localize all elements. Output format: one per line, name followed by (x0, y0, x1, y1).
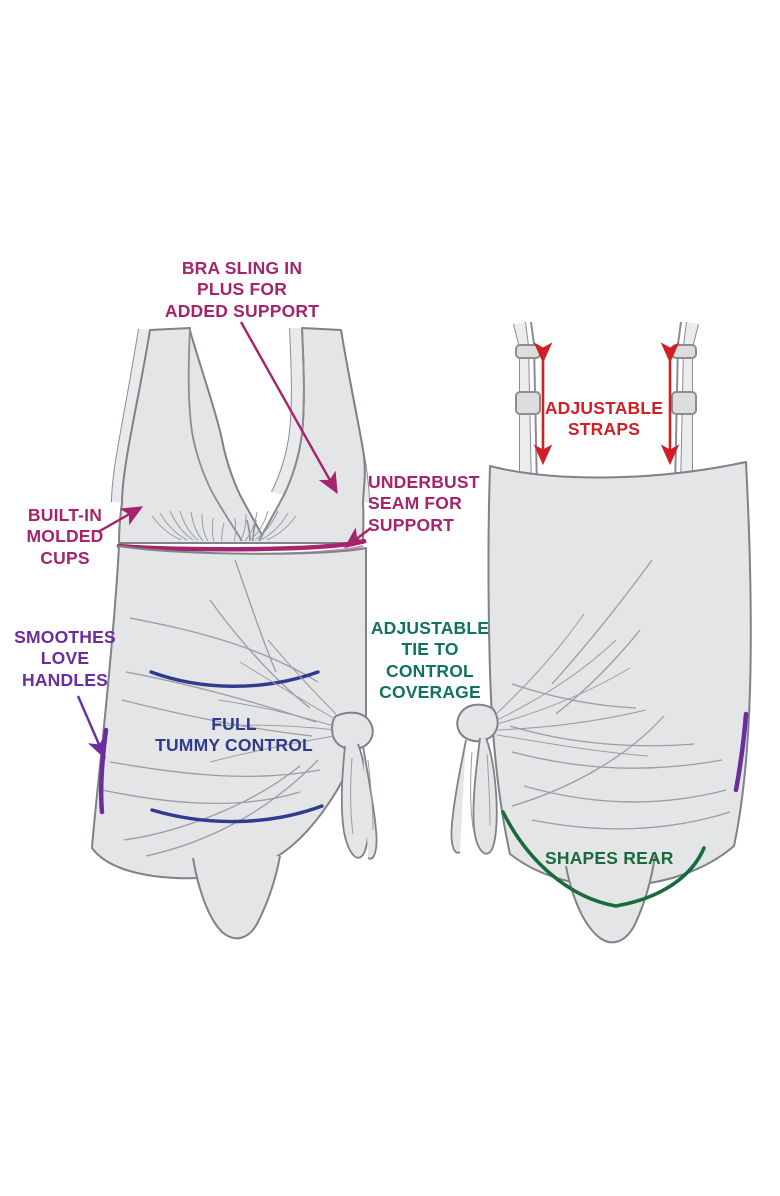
back-view (450, 321, 752, 944)
front-drape-lines (101, 559, 321, 857)
strap-ring-left (515, 344, 541, 359)
leader-molded-cups (97, 506, 144, 534)
front-torso-skirt (91, 545, 367, 940)
callout-shapes-rear: SHAPES REAR (545, 848, 674, 868)
back-drape-lines (509, 559, 731, 830)
callout-molded-cups: BUILT-IN MOLDED CUPS (26, 505, 104, 568)
leader-underbust (344, 527, 372, 549)
back-knot-gathers (495, 613, 649, 757)
callout-love-handles: SMOOTHES LOVE HANDLES (14, 627, 116, 690)
front-view (76, 321, 378, 940)
back-panel (487, 461, 752, 944)
leader-bra-sling (239, 321, 338, 495)
callout-underbust-seam: UNDERBUST SEAM FOR SUPPORT (368, 472, 480, 535)
strap-ring-right (671, 344, 697, 359)
callout-bra-sling: BRA SLING IN PLUS FOR ADDED SUPPORT (164, 258, 320, 321)
back-strap-right (671, 321, 699, 489)
back-love-handle-accent (733, 711, 749, 793)
front-side-tie (331, 711, 378, 860)
leader-love-handles (76, 695, 106, 760)
front-knot-gathers (209, 639, 337, 763)
callout-tummy-control: FULL TUMMY CONTROL (155, 714, 313, 756)
front-callout-leaders (76, 321, 372, 760)
molded-cup-gathers (151, 510, 297, 542)
back-side-tie (450, 703, 499, 855)
back-strap-left (513, 321, 541, 489)
front-bodice (118, 327, 366, 544)
callout-adjustable-tie: ADJUSTABLE TIE TO CONTROL COVERAGE (370, 618, 490, 703)
shapes-rear-curve (501, 810, 706, 908)
tummy-control-curves (149, 670, 324, 824)
strap-slider-right (671, 391, 697, 415)
callout-adjustable-straps: ADJUSTABLE STRAPS (544, 398, 664, 440)
strap-slider-left (515, 391, 541, 415)
adjustable-strap-arrows (533, 342, 680, 466)
